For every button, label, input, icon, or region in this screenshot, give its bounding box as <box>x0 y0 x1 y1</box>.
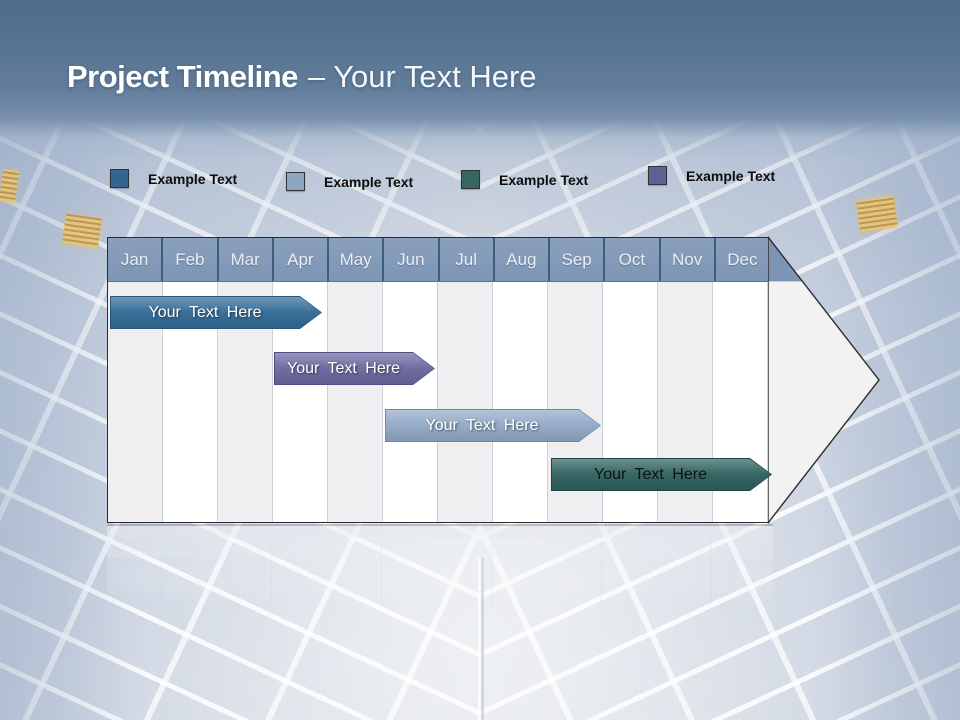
legend-swatch-lightblue <box>286 172 305 191</box>
gantt-bar-1[interactable]: Your Text Here <box>110 296 322 329</box>
legend-label: Example Text <box>148 170 238 187</box>
gantt-bar-1-fill <box>111 297 321 328</box>
legend-swatch-purple <box>648 166 667 185</box>
timeline-chart: Jan Feb Mar Apr May Jun Jul Aug Sep Oct … <box>107 236 897 527</box>
gantt-bar-4[interactable]: Your Text Here <box>551 458 772 491</box>
month-header-jan: Jan <box>120 249 149 269</box>
legend-label: Example Text <box>324 173 414 190</box>
gantt-bar-1-label: Your Text Here <box>148 303 262 321</box>
gantt-bar-4-fill <box>552 459 771 490</box>
month-header-apr: Apr <box>271 238 327 281</box>
lit-window <box>62 213 102 249</box>
slide-title-subtitle: – Your Text Here <box>307 59 537 94</box>
month-header-may: May <box>327 238 382 281</box>
gantt-bar-2-label: Your Text Here <box>287 359 400 377</box>
legend-swatch-teal <box>461 170 480 189</box>
month-header-sep: Sep <box>548 238 603 281</box>
lit-window <box>855 195 899 233</box>
legend-swatch-blue <box>110 169 129 188</box>
legend-item-1: Example Text <box>110 169 237 188</box>
legend-label: Example Text <box>499 171 589 188</box>
month-header-jul: Jul <box>437 238 493 281</box>
month-header-nov: Nov <box>658 238 714 281</box>
legend-item-2: Example Text <box>286 172 413 191</box>
building-center-seam <box>478 558 481 720</box>
slide-title-bold: Project Timeline <box>67 59 298 94</box>
gantt-bar-3-fill <box>386 410 600 441</box>
month-header-jun: Jun <box>382 238 437 281</box>
month-header-oct: Oct <box>603 238 658 281</box>
month-header-row: Jan Feb Mar Apr May Jun Jul Aug Sep Oct … <box>108 238 769 282</box>
slide-title: Project Timeline – Your Text Here <box>67 58 537 95</box>
month-header-aug: Aug <box>492 238 548 281</box>
legend-item-3: Example Text <box>461 170 588 189</box>
month-header-dec: Dec <box>713 238 769 281</box>
month-header-feb: Feb <box>161 238 216 281</box>
legend-item-4: Example Text <box>648 166 775 185</box>
timeline-arrow-tip <box>768 236 880 525</box>
gantt-bar-4-label: Your Text Here <box>594 465 707 483</box>
gantt-bar-2[interactable]: Your Text Here <box>274 352 435 385</box>
gantt-bar-3-label: Your Text Here <box>425 416 539 434</box>
month-header-mar: Mar <box>216 238 272 281</box>
gantt-bar-2-fill <box>275 353 434 384</box>
gantt-bar-3[interactable]: Your Text Here <box>385 409 601 442</box>
legend-label: Example Text <box>686 167 776 184</box>
